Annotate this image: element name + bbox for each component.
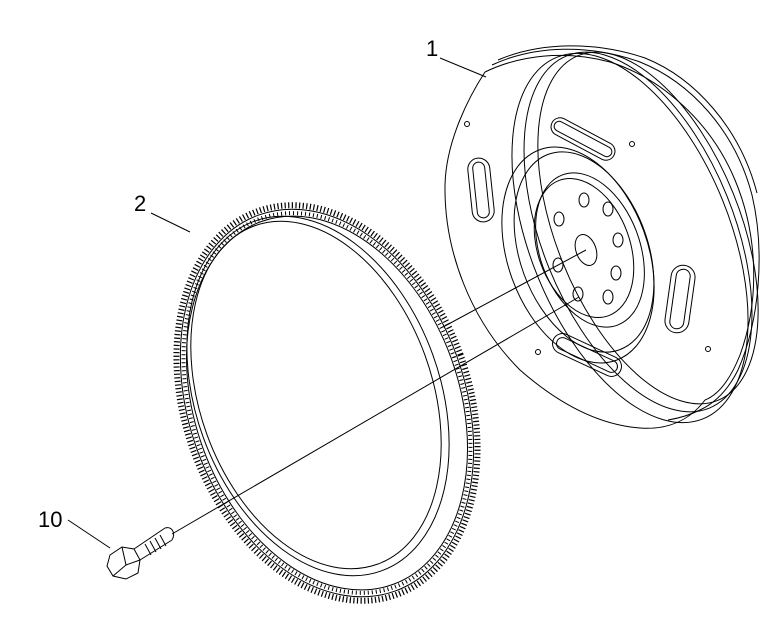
leader-lines	[67, 57, 487, 549]
callout-1-label: 1	[426, 36, 439, 61]
bolt-part	[106, 527, 175, 580]
callout-10-label: 10	[38, 507, 63, 532]
ring-gear-part	[173, 202, 481, 604]
assembly-axis-lines	[171, 249, 587, 535]
callout-2-label: 2	[134, 191, 147, 216]
flywheel-part	[444, 45, 760, 429]
